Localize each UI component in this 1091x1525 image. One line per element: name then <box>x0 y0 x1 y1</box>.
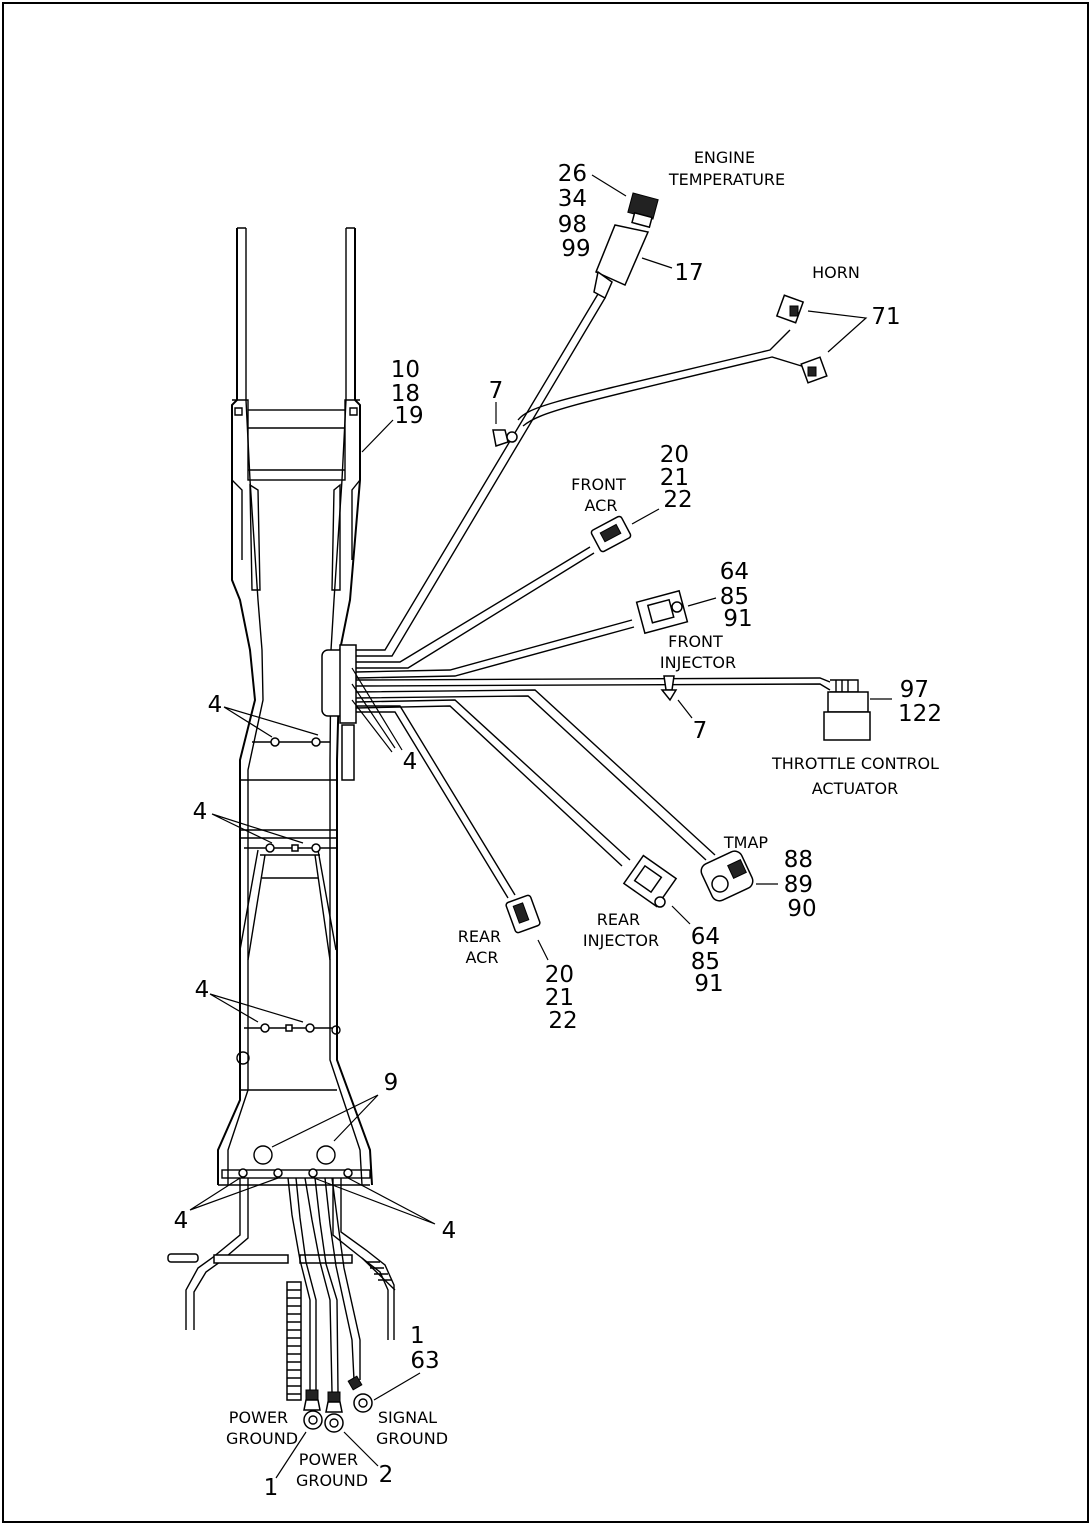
component-labels: ENGINE TEMPERATURE HORN FRONT ACR FRONT … <box>226 148 944 1490</box>
callout-tmap-parts: 88 89 90 <box>784 847 821 922</box>
horn-label: HORN <box>812 263 860 282</box>
callout-front-acr-parts: 20 21 22 <box>660 442 697 513</box>
callout-71: 71 <box>871 304 900 330</box>
callout-4-junction: 4 <box>403 749 418 775</box>
callout-numbers: 26 34 98 99 17 71 10 18 19 7 20 21 22 64… <box>174 161 942 1501</box>
callout-4-bottom-right: 4 <box>442 1218 457 1244</box>
engine-temperature-label: ENGINE TEMPERATURE <box>668 148 785 189</box>
horn-connectors <box>775 294 828 384</box>
callout-engine-temp-parts: 26 34 98 99 <box>558 161 595 262</box>
ground-harness <box>167 1177 396 1433</box>
callout-4-bottom-left: 4 <box>174 1208 189 1234</box>
callout-9: 9 <box>384 1070 399 1096</box>
harness-branches <box>355 293 831 899</box>
rear-injector-label: REAR INJECTOR <box>583 910 659 950</box>
callout-7-upper: 7 <box>489 378 504 404</box>
tmap-label: TMAP <box>723 833 769 852</box>
callout-17: 17 <box>674 260 703 286</box>
frame-cable-ties <box>238 737 353 1178</box>
callout-rear-acr-parts: 20 21 22 <box>545 962 582 1034</box>
callout-4-b: 4 <box>193 799 208 825</box>
throttle-control-actuator-connector <box>823 679 871 741</box>
callout-7-lower: 7 <box>693 718 708 744</box>
rear-acr-connector <box>505 894 541 934</box>
power-ground-left-label: POWER GROUND <box>226 1408 298 1448</box>
power-ground-center-label: POWER GROUND <box>296 1450 368 1490</box>
front-acr-label: FRONT ACR <box>571 475 631 515</box>
callout-4-c: 4 <box>195 977 210 1003</box>
rear-injector-connector <box>622 854 678 908</box>
callout-4-a: 4 <box>208 692 223 718</box>
leader-lines <box>189 174 892 1479</box>
throttle-control-actuator-label: THROTTLE CONTROL ACTUATOR <box>771 754 944 798</box>
callout-1-power-ground: 1 <box>264 1475 279 1501</box>
tmap-connector <box>700 850 754 902</box>
signal-ground-label: SIGNAL GROUND <box>376 1408 448 1448</box>
frame <box>217 227 373 1186</box>
wire-clip-upper <box>492 429 518 447</box>
front-injector-connector <box>635 589 689 635</box>
front-injector-label: FRONT INJECTOR <box>660 632 736 672</box>
callout-rear-injector-parts: 64 85 91 <box>691 924 728 997</box>
wire-clip-lower <box>660 675 678 702</box>
callout-throttle-parts: 97 122 <box>898 677 942 727</box>
callout-front-injector-parts: 64 85 91 <box>720 559 757 632</box>
front-acr-connector <box>590 515 632 553</box>
callout-signal-ground-parts: 1 63 <box>410 1323 440 1374</box>
harness-junction <box>321 644 357 781</box>
engine-temperature-sensor <box>593 192 659 300</box>
callout-2-power-ground: 2 <box>379 1462 394 1488</box>
callout-frame-parts: 10 18 19 <box>391 357 428 429</box>
rear-acr-label: REAR ACR <box>458 927 506 967</box>
